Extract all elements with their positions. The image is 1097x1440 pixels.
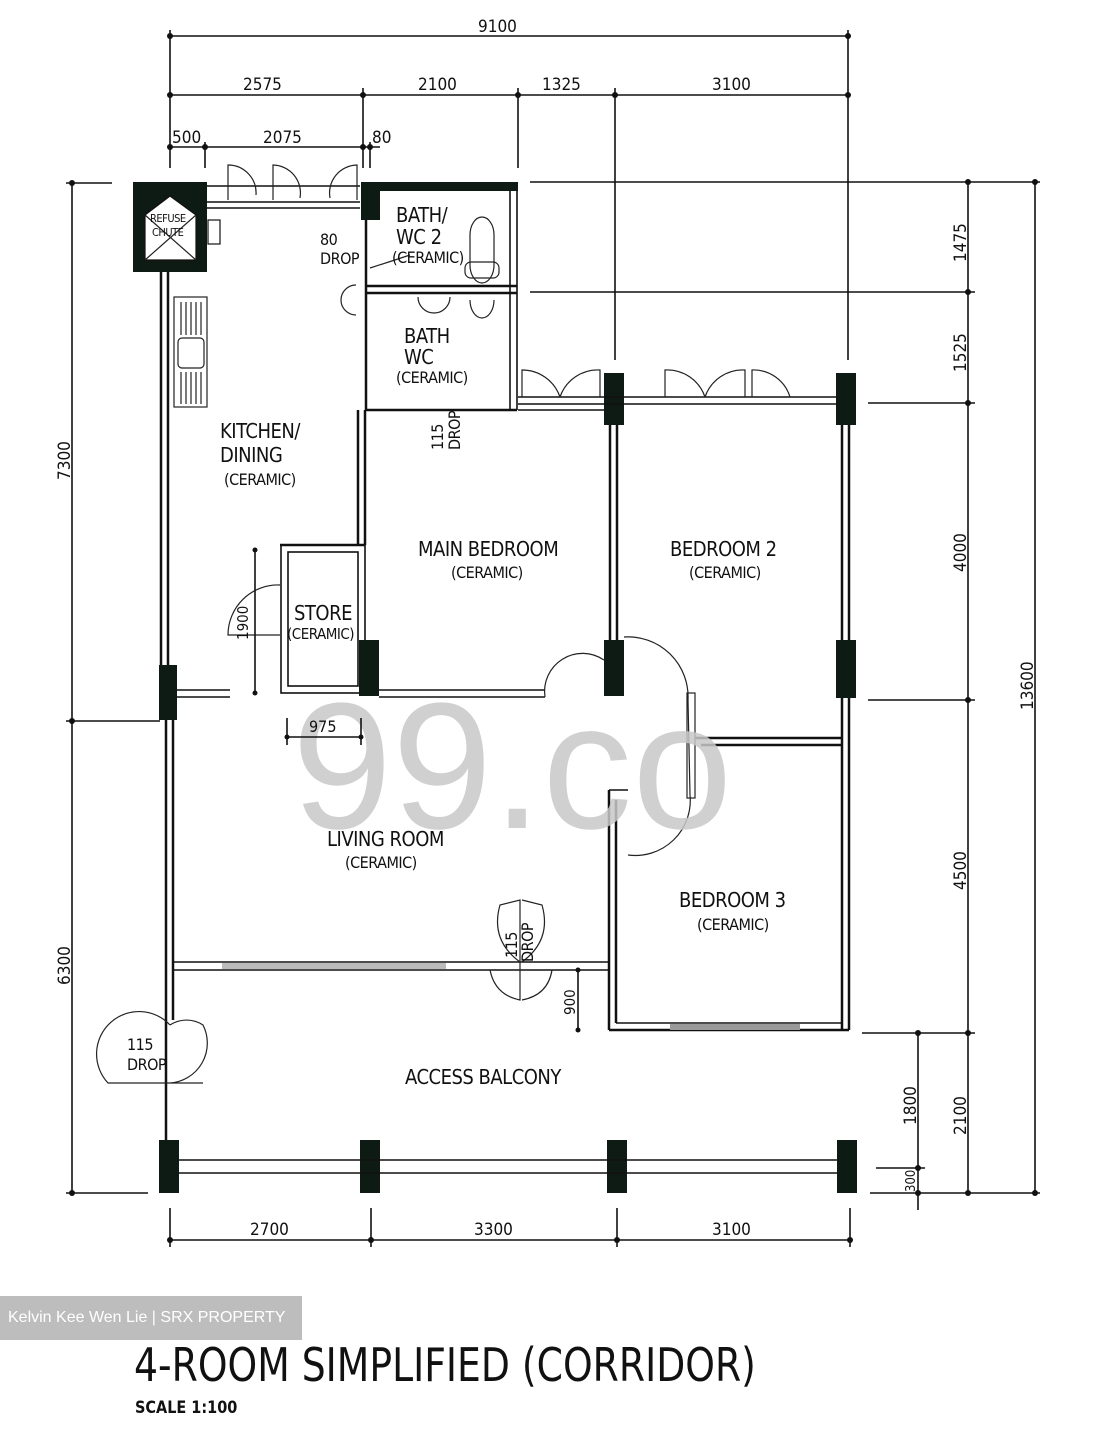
living-room-floor: (CERAMIC): [345, 853, 417, 872]
dim-total-width: 9100: [478, 17, 517, 37]
store-floor: (CERAMIC): [287, 625, 354, 643]
left-dimensions: 7300 6300: [55, 180, 160, 1196]
kitchen-label-2: DINING: [220, 443, 282, 467]
access-balcony-label: ACCESS BALCONY: [405, 1065, 562, 1089]
bath2-label-1: BATH/: [396, 203, 449, 227]
dim-2100: 2100: [418, 75, 457, 95]
bath1-floor: (CERAMIC): [396, 368, 468, 387]
main-bedroom-floor: (CERAMIC): [451, 563, 523, 582]
kitchen-label-1: KITCHEN/: [220, 419, 301, 443]
bath1-label-1: BATH: [404, 324, 450, 348]
dim-13600: 13600: [1018, 661, 1038, 710]
photo-credit: Kelvin Kee Wen Lie | SRX PROPERTY: [0, 1296, 302, 1340]
dim-4500: 4500: [951, 851, 971, 890]
drop-115-bath-value: 115: [428, 424, 447, 450]
dim-80: 80: [372, 128, 391, 148]
dim-975: 975: [309, 717, 336, 736]
plan-scale: SCALE 1:100: [135, 1398, 238, 1418]
dim-4000: 4000: [951, 533, 971, 572]
bottom-dimensions: 2700 3300 3100: [167, 1208, 853, 1247]
drop-115-entry-value: 115: [127, 1035, 153, 1054]
drop-115-entry-label: DROP: [127, 1055, 167, 1074]
watermark: 99.co: [292, 666, 732, 867]
bedroom2-floor: (CERAMIC): [689, 563, 761, 582]
dim-2075: 2075: [263, 128, 302, 148]
kitchen-floor: (CERAMIC): [224, 470, 296, 489]
dim-7300: 7300: [55, 441, 75, 480]
room-labels: REFUSE CHUTE BATH/ WC 2 (CERAMIC) BATH W…: [127, 203, 786, 1089]
dim-3100: 3100: [712, 75, 751, 95]
bath2-floor: (CERAMIC): [392, 248, 464, 267]
drop-80-value: 80: [320, 230, 338, 249]
dim-6300: 6300: [55, 946, 75, 985]
dim-2100-right: 2100: [951, 1096, 971, 1135]
floor-plan: 9100 2575 2100 1325 3100 500 2075 80 730…: [55, 17, 1040, 1247]
drop-115-living-value: 115: [502, 932, 521, 958]
bath2-label-2: WC 2: [396, 225, 442, 249]
dim-500: 500: [172, 128, 201, 148]
refuse-chute-label-1: REFUSE: [150, 212, 186, 225]
dim-1475: 1475: [951, 223, 971, 262]
walls: [95, 164, 857, 1193]
dim-900: 900: [561, 989, 579, 1015]
bath1-label-2: WC: [404, 345, 433, 369]
plan-title: 4-ROOM SIMPLIFIED (CORRIDOR): [134, 1338, 756, 1392]
dim-2575: 2575: [243, 75, 282, 95]
right-dimensions: 1475 1525 4000 4500 2100 13600 1800 300: [530, 179, 1040, 1210]
store-label: STORE: [294, 601, 352, 625]
bedroom3-label: BEDROOM 3: [679, 888, 786, 912]
drop-115-living-label: DROP: [518, 922, 537, 962]
dim-3100-bottom: 3100: [712, 1220, 751, 1240]
drop-115-bath-label: DROP: [445, 410, 464, 450]
drop-80-label: DROP: [320, 249, 360, 268]
main-bedroom-label: MAIN BEDROOM: [418, 537, 558, 561]
dim-1325: 1325: [542, 75, 581, 95]
dim-1900: 1900: [234, 606, 252, 640]
top-dimensions: 9100 2575 2100 1325 3100 500 2075 80: [167, 17, 851, 360]
living-room-label: LIVING ROOM: [327, 827, 444, 851]
dim-2700: 2700: [250, 1220, 289, 1240]
dim-3300: 3300: [474, 1220, 513, 1240]
dim-1525: 1525: [951, 333, 971, 372]
dim-300: 300: [904, 1170, 919, 1192]
dim-1800: 1800: [901, 1086, 921, 1125]
bedroom3-floor: (CERAMIC): [697, 915, 769, 934]
bedroom2-label: BEDROOM 2: [670, 537, 777, 561]
refuse-chute-label-2: CHUTE: [152, 226, 184, 239]
